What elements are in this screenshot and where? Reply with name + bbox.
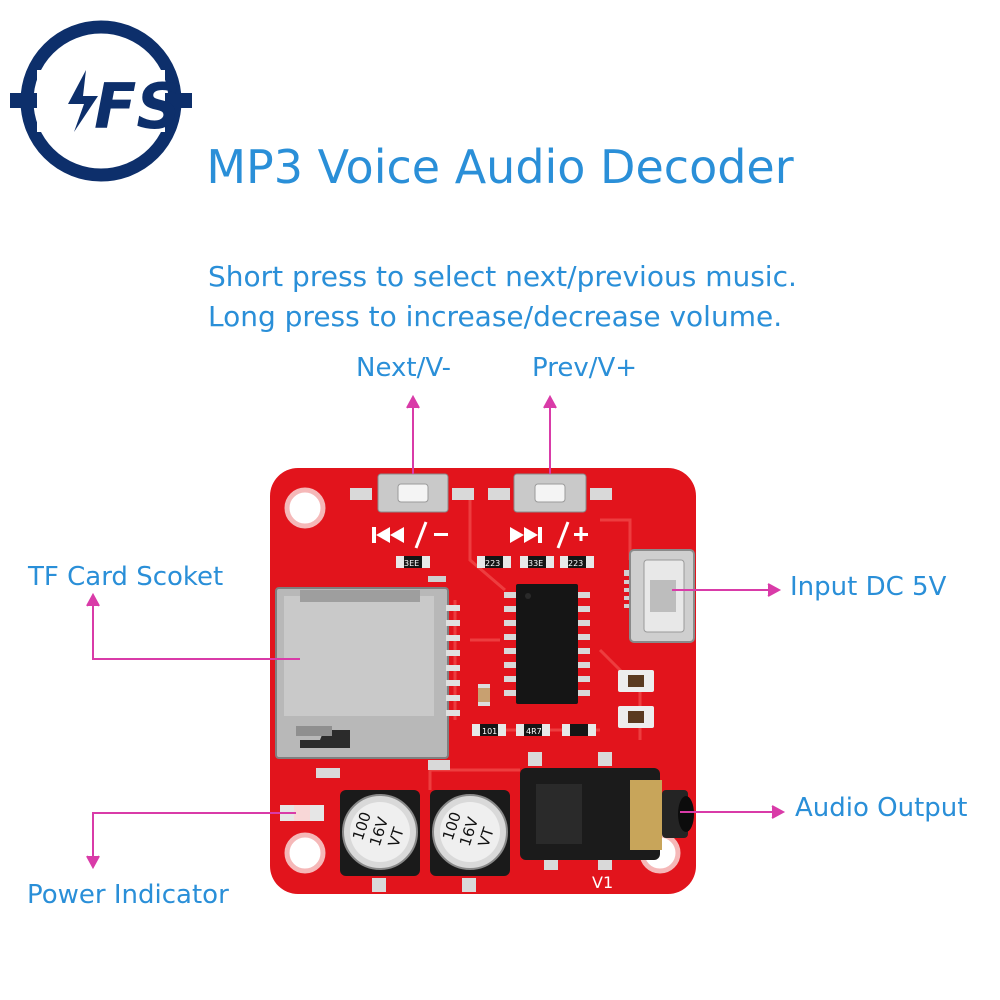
tf-card-label: TF Card Scoket	[28, 562, 224, 592]
input-dc-label: Input DC 5V	[790, 572, 947, 602]
micro-usb-port[interactable]	[624, 549, 695, 643]
resistor	[477, 556, 511, 568]
power-indicator-label: Power Indicator	[27, 880, 229, 910]
decoder-ic-chip	[504, 584, 590, 704]
page-title: MP3 Voice Audio Decoder	[206, 140, 794, 194]
resistor	[562, 724, 596, 736]
tf-card-socket[interactable]	[275, 576, 460, 778]
instruction-line: Short press to select next/previous musi…	[208, 260, 797, 293]
resistor-code: 3EE	[404, 559, 419, 568]
next-track-silk-icon	[510, 527, 542, 543]
audio-output-label: Audio Output	[795, 793, 968, 823]
resistor	[516, 724, 550, 736]
brand-logo: FS	[10, 20, 192, 182]
resistor-code: 4R7	[526, 727, 542, 736]
logo-text: FS	[94, 70, 181, 143]
resistor-code: 101	[482, 727, 497, 736]
resistor	[520, 556, 554, 568]
resistor	[396, 556, 430, 568]
capacitor-smd	[478, 684, 490, 706]
resistor-code: 223	[485, 559, 500, 568]
resistor	[472, 724, 506, 736]
resistor-code: 223	[568, 559, 583, 568]
instruction-line: Long press to increase/decrease volume.	[208, 300, 783, 333]
resistor	[560, 556, 594, 568]
pcb-board: 3EE 223 33E 223 101 4R7	[270, 468, 696, 894]
prev-button-label: Prev/V+	[532, 353, 638, 383]
prev-button[interactable]	[488, 473, 612, 513]
prev-track-silk-icon	[372, 527, 404, 543]
capacitor-label: VT	[385, 824, 408, 849]
next-button-label: Next/V-	[356, 353, 451, 383]
capacitor-label: VT	[475, 824, 498, 849]
resistor-code: 33E	[528, 559, 543, 568]
next-button[interactable]	[350, 473, 474, 513]
electrolytic-capacitor: 100 16V VT	[430, 790, 510, 892]
annotation-arrows	[86, 394, 786, 870]
board-version: V1	[592, 873, 613, 892]
audio-jack[interactable]	[520, 752, 694, 870]
electrolytic-capacitor: 100 16V VT	[340, 790, 420, 892]
